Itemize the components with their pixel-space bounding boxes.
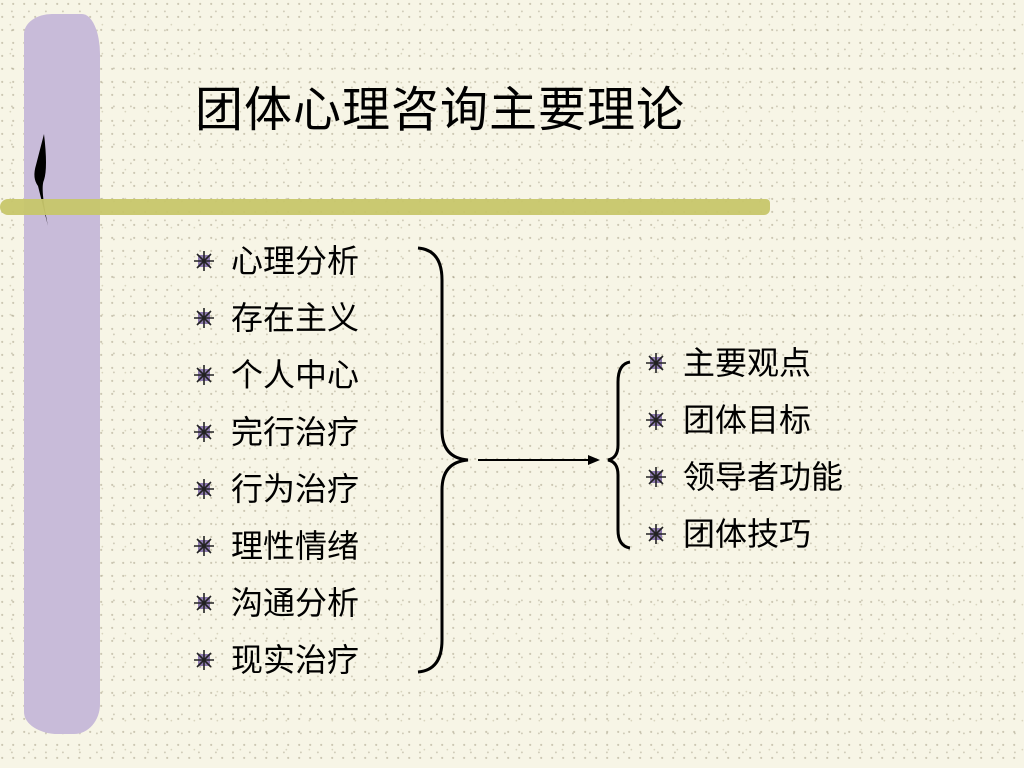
theory-item: 行为治疗 xyxy=(193,461,359,518)
square-star-bullet-icon xyxy=(194,592,214,613)
aspect-item: 团体技巧 xyxy=(645,506,843,563)
theory-item: 心理分析 xyxy=(193,233,359,290)
aspect-item: 团体目标 xyxy=(645,392,843,449)
square-star-bullet-icon xyxy=(646,352,666,373)
theory-item-label: 个人中心 xyxy=(231,356,360,394)
theory-item-label: 现实治疗 xyxy=(231,641,360,679)
theory-item-label: 完行治疗 xyxy=(231,413,360,451)
aspects-list: 主要观点团体目标领导者功能团体技巧 xyxy=(645,335,843,563)
slide-title: 团体心理咨询主要理论 xyxy=(195,82,686,138)
theory-item: 沟通分析 xyxy=(193,575,359,632)
theory-item-label: 行为治疗 xyxy=(231,470,360,508)
right-curly-brace xyxy=(607,360,631,550)
aspect-item-label: 主要观点 xyxy=(683,344,812,382)
left-curly-brace xyxy=(417,246,469,674)
aspect-item: 领导者功能 xyxy=(645,449,843,506)
decorative-sidebar-bar xyxy=(24,14,100,734)
square-star-bullet-icon xyxy=(194,364,214,385)
theory-item-label: 沟通分析 xyxy=(231,584,360,622)
square-star-bullet-icon xyxy=(194,649,214,670)
aspect-item-label: 团体技巧 xyxy=(683,515,812,553)
theory-item: 存在主义 xyxy=(193,290,359,347)
theory-item: 现实治疗 xyxy=(193,632,359,689)
theory-item: 完行治疗 xyxy=(193,404,359,461)
theory-item-label: 心理分析 xyxy=(231,242,360,280)
aspect-item: 主要观点 xyxy=(645,335,843,392)
square-star-bullet-icon xyxy=(194,478,214,499)
square-star-bullet-icon xyxy=(646,409,666,430)
square-star-bullet-icon xyxy=(194,535,214,556)
theory-item-label: 理性情绪 xyxy=(231,527,360,565)
chevron-left-decoration-icon xyxy=(34,134,48,226)
theory-item-label: 存在主义 xyxy=(231,299,360,337)
title-divider-rule xyxy=(0,199,770,215)
theory-item: 理性情绪 xyxy=(193,518,359,575)
square-star-bullet-icon xyxy=(646,523,666,544)
aspect-item-label: 团体目标 xyxy=(683,401,812,439)
theories-list: 心理分析存在主义个人中心完行治疗行为治疗理性情绪沟通分析现实治疗 xyxy=(193,233,359,689)
aspect-item-label: 领导者功能 xyxy=(683,458,844,496)
arrow-head-icon xyxy=(588,455,600,465)
theory-item: 个人中心 xyxy=(193,347,359,404)
square-star-bullet-icon xyxy=(646,466,666,487)
square-star-bullet-icon xyxy=(194,421,214,442)
square-star-bullet-icon xyxy=(194,250,214,271)
square-star-bullet-icon xyxy=(194,307,214,328)
